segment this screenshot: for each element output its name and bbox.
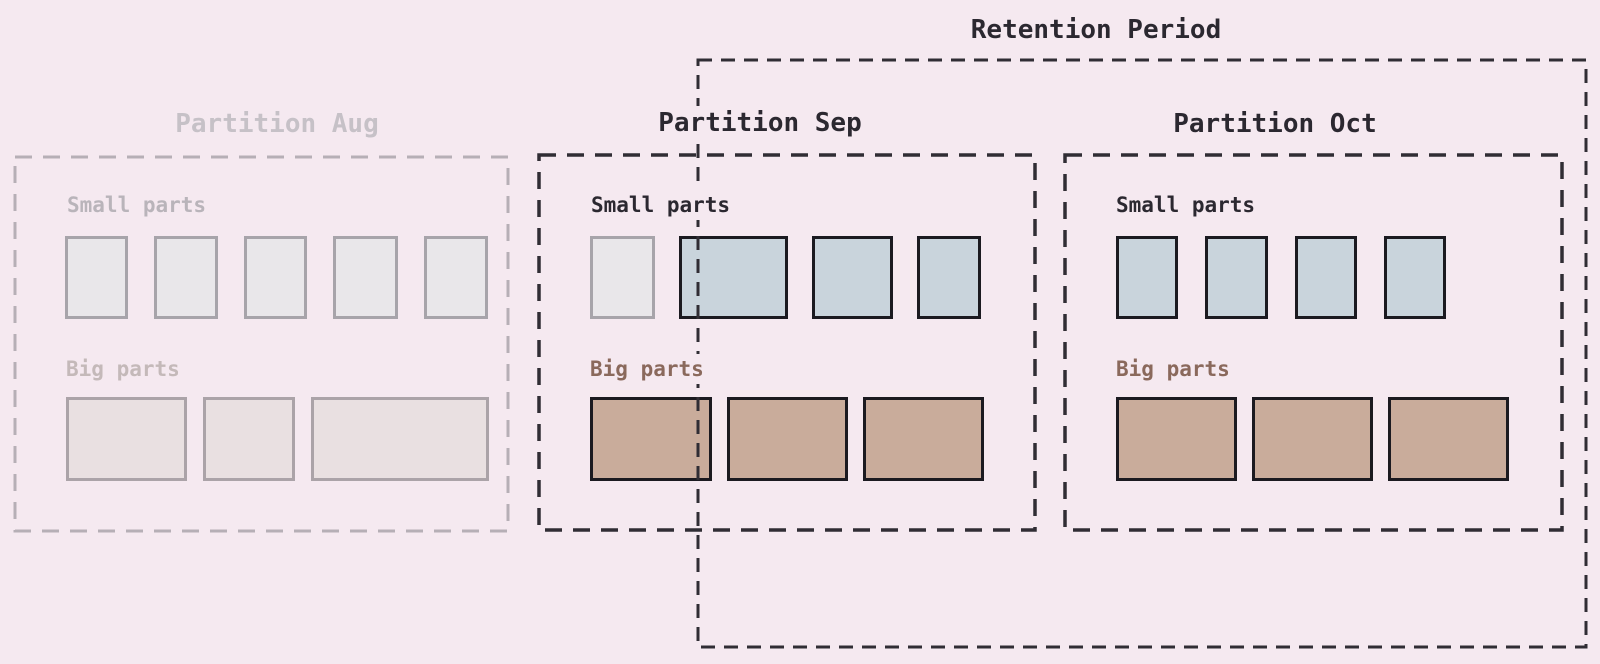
small-part-faded xyxy=(244,236,307,319)
big-part-active xyxy=(1116,397,1237,481)
sep-small-parts-row xyxy=(590,236,981,319)
small-part-active xyxy=(679,236,788,319)
sep-small-parts-label: Small parts xyxy=(584,190,738,221)
big-part-faded xyxy=(66,397,187,481)
big-part-active xyxy=(863,397,984,481)
sep-big-parts-row xyxy=(590,397,984,481)
big-part-faded xyxy=(311,397,489,481)
aug-small-parts-label: Small parts xyxy=(67,193,207,217)
oct-small-parts-row xyxy=(1116,236,1446,319)
small-part-active xyxy=(1384,236,1446,319)
small-part-faded xyxy=(424,236,488,319)
partition-aug-title: Partition Aug xyxy=(175,109,379,139)
small-part-active xyxy=(812,236,893,319)
retention-period-box xyxy=(696,58,1588,649)
oct-big-parts-label: Big parts xyxy=(1116,357,1230,381)
partition-oct-title: Partition Oct xyxy=(1173,109,1377,139)
aug-big-parts-label: Big parts xyxy=(66,357,180,381)
small-part-faded xyxy=(590,236,655,319)
big-part-active xyxy=(1252,397,1373,481)
small-part-active xyxy=(1116,236,1178,319)
small-part-faded xyxy=(65,236,128,319)
partition-sep-title: Partition Sep xyxy=(651,106,869,142)
big-part-active xyxy=(727,397,848,481)
aug-small-parts-row xyxy=(65,236,488,319)
small-part-faded xyxy=(333,236,398,319)
retention-period-title: Retention Period xyxy=(970,15,1222,45)
big-part-faded xyxy=(203,397,295,481)
big-part-active xyxy=(590,397,712,481)
small-part-active xyxy=(1205,236,1268,319)
big-part-active xyxy=(1388,397,1509,481)
small-part-faded xyxy=(154,236,218,319)
oct-small-parts-label: Small parts xyxy=(1116,193,1256,217)
sep-big-parts-label: Big parts xyxy=(583,354,711,385)
small-part-active xyxy=(917,236,981,319)
oct-big-parts-row xyxy=(1116,397,1509,481)
small-part-active xyxy=(1295,236,1357,319)
aug-big-parts-row xyxy=(66,397,489,481)
